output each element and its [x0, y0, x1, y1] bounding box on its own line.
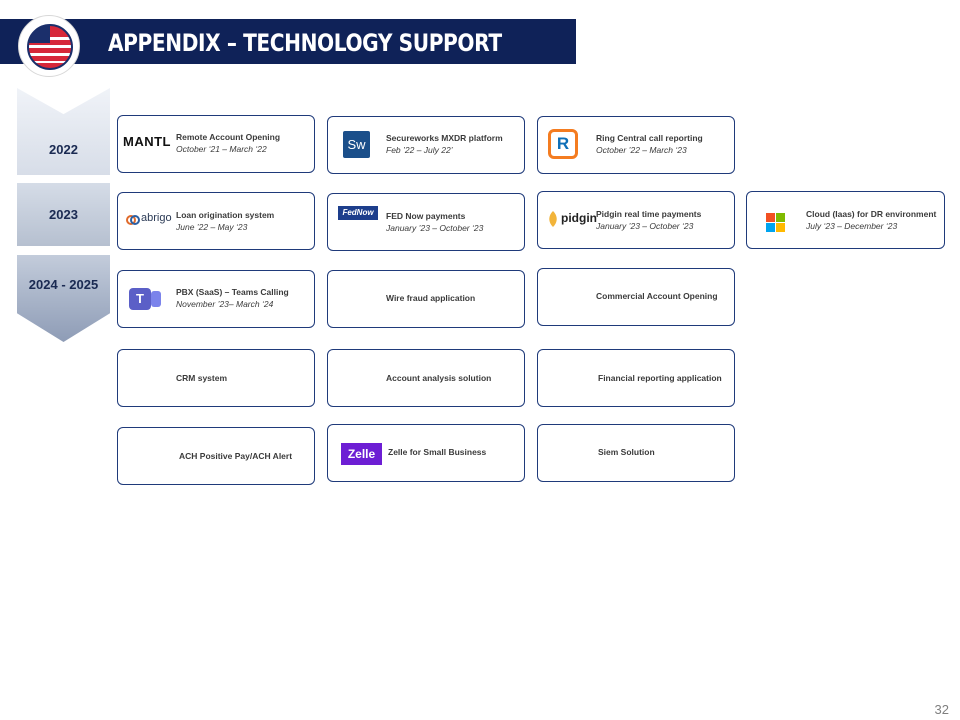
- card-ach: ACH Positive Pay/ACH Alert: [117, 427, 315, 485]
- card-title: Pidgin real time payments: [596, 209, 702, 219]
- year-label-2022: 2022: [49, 142, 78, 157]
- card-title: Financial reporting application: [598, 373, 722, 383]
- card-title: Wire fraud application: [386, 293, 476, 303]
- card-wire-fraud: Wire fraud application: [327, 270, 525, 328]
- card-abrigo: abrigo Loan origination system June ’22 …: [117, 192, 315, 250]
- teams-person-icon: [151, 291, 161, 307]
- abrigo-logo: abrigo: [141, 212, 172, 224]
- timeline-2024-2025: 2024 - 2025: [17, 255, 110, 342]
- year-label-2024-2025: 2024 - 2025: [28, 277, 99, 292]
- timeline-2022: 2022: [17, 88, 110, 175]
- card-title: Loan origination system: [176, 210, 275, 220]
- card-ringcentral: R Ring Central call reporting October ’2…: [537, 116, 735, 174]
- card-account-analysis: Account analysis solution: [327, 349, 525, 407]
- card-secureworks: Sw Secureworks MXDR platform Feb ’22 – J…: [327, 116, 525, 174]
- card-title: Remote Account Opening: [176, 132, 281, 142]
- card-teams: T PBX (SaaS) – Teams Calling November ’2…: [117, 270, 315, 328]
- page-title: APPENDIX – TECHNOLOGY SUPPORT: [108, 29, 502, 57]
- card-title: Account analysis solution: [386, 373, 492, 383]
- card-title: Siem Solution: [598, 447, 655, 457]
- card-siem: Siem Solution: [537, 424, 735, 482]
- year-label-2023: 2023: [49, 207, 78, 222]
- card-date: Feb ’22 – July 22’: [386, 145, 453, 155]
- card-crm: CRM system: [117, 349, 315, 407]
- card-date: July ‘23 – December ‘23: [806, 221, 898, 231]
- card-title: Ring Central call reporting: [596, 133, 703, 143]
- card-date: June ’22 – May ‘23: [176, 222, 248, 232]
- abrigo-icon: [126, 215, 140, 225]
- card-date: October ’22 – March ‘23: [596, 145, 687, 155]
- header-bar: [0, 19, 576, 64]
- card-title: PBX (SaaS) – Teams Calling: [176, 287, 289, 297]
- card-zelle: Zelle Zelle for Small Business: [327, 424, 525, 482]
- pidgin-logo: pidgin: [561, 211, 597, 225]
- card-fednow: FedNow FED Now payments January ’23 – Oc…: [327, 193, 525, 251]
- pidgin-icon: [549, 211, 557, 227]
- card-pidgin: pidgin Pidgin real time payments January…: [537, 191, 735, 249]
- mantl-logo: MANTL: [123, 134, 171, 149]
- secureworks-logo: Sw: [343, 131, 370, 158]
- card-title: Cloud (Iaas) for DR environment: [806, 209, 937, 219]
- card-cloud: Cloud (Iaas) for DR environment July ‘23…: [746, 191, 945, 249]
- card-date: October ‘21 – March ‘22: [176, 144, 267, 154]
- card-title: ACH Positive Pay/ACH Alert: [179, 451, 293, 461]
- card-date: November ’23– March ‘24: [176, 299, 274, 309]
- flag-globe-icon: [27, 24, 73, 70]
- teams-logo: T: [129, 288, 151, 310]
- card-title: FED Now payments: [386, 211, 466, 221]
- card-date: January ’23 – October ‘23: [386, 223, 484, 233]
- card-financial-reporting: Financial reporting application: [537, 349, 735, 407]
- card-mantl: MANTL Remote Account Opening October ‘21…: [117, 115, 315, 173]
- card-commercial: Commercial Account Opening: [537, 268, 735, 326]
- card-date: January ’23 – October ‘23: [596, 221, 694, 231]
- fednow-logo: FedNow: [338, 206, 378, 220]
- company-logo: [18, 15, 80, 77]
- card-title: Secureworks MXDR platform: [386, 133, 503, 143]
- card-title: Zelle for Small Business: [388, 447, 487, 457]
- microsoft-logo-icon: [766, 213, 785, 232]
- zelle-logo: Zelle: [341, 443, 382, 465]
- timeline-2023: 2023: [17, 183, 110, 246]
- page-number: 32: [934, 702, 949, 717]
- card-title: CRM system: [176, 373, 228, 383]
- card-title: Commercial Account Opening: [596, 291, 718, 301]
- ringcentral-logo: R: [548, 129, 578, 159]
